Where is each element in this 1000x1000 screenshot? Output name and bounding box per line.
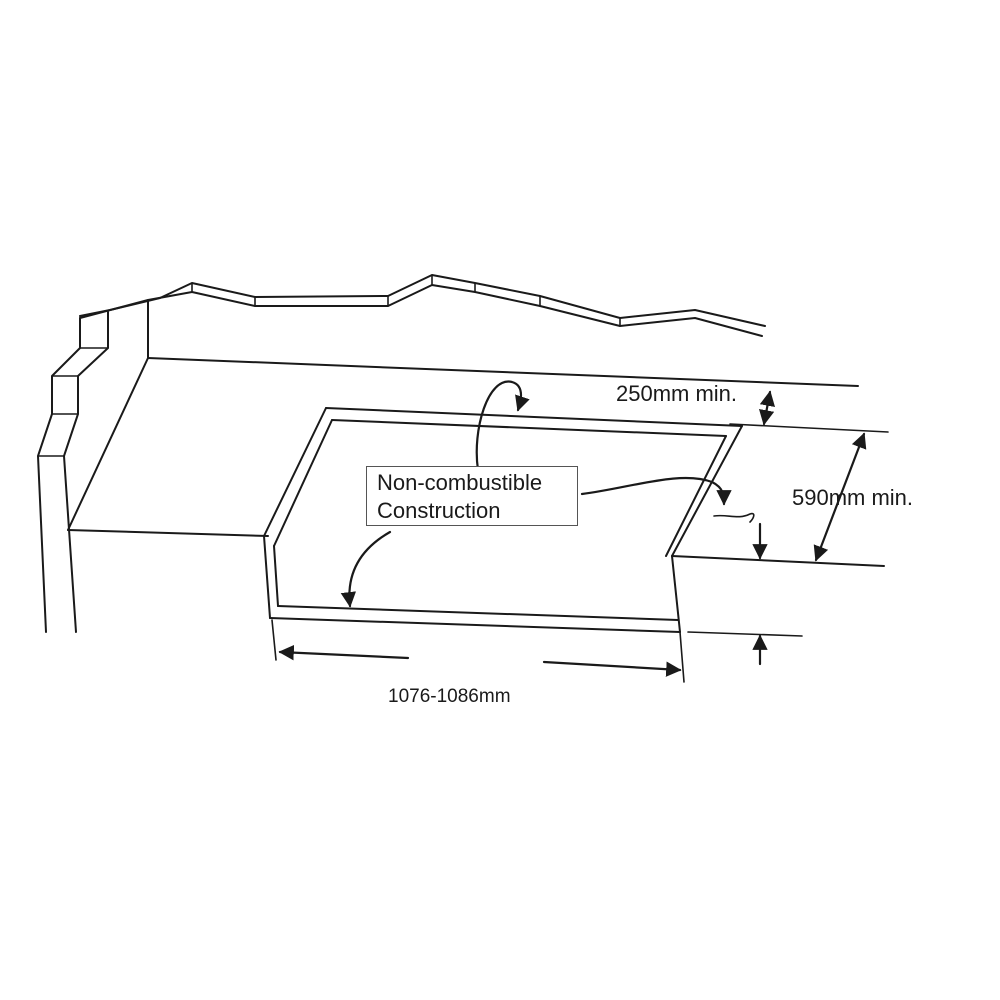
dimension-250-label: 250mm min.: [616, 381, 737, 406]
callout-line-1: Non-combustible: [377, 470, 543, 495]
dimension-width: 1076-1086mm: [271, 619, 685, 707]
dimension-590: 590mm min.: [792, 432, 913, 562]
dimension-width-label: 1076-1086mm: [388, 686, 511, 707]
worktop: [67, 357, 859, 537]
dimension-250: 250mm min.: [616, 381, 889, 433]
cutout-opening: [263, 407, 885, 637]
callout-leaders: [340, 380, 755, 608]
dimension-590-label: 590mm min.: [792, 485, 913, 510]
callout-line-2: Construction: [377, 498, 501, 523]
material-callout: Non-combustible Construction: [366, 466, 578, 526]
back-wall: [37, 274, 766, 633]
